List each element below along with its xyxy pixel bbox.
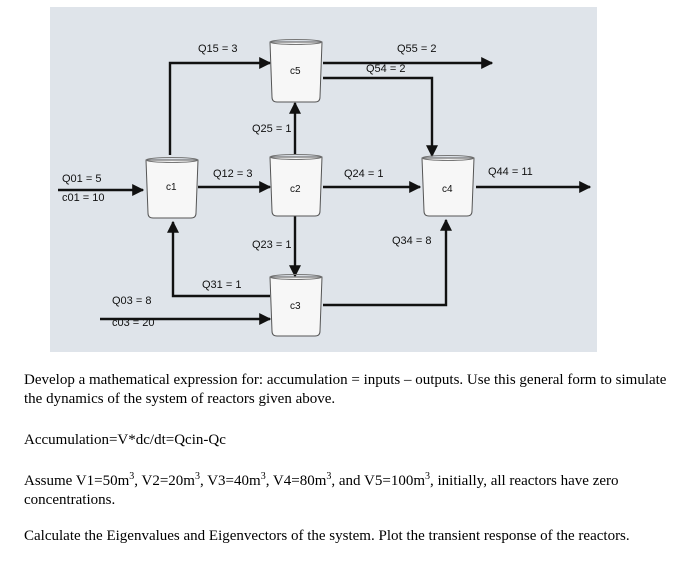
reactor-c2-label: c2 <box>290 184 301 195</box>
label-q23: Q23 = 1 <box>252 239 291 251</box>
label-q15: Q15 = 3 <box>198 43 237 55</box>
task-paragraph: Calculate the Eigenvalues and Eigenvecto… <box>24 528 630 544</box>
label-q54: Q54 = 2 <box>366 63 405 75</box>
reactor-c4: c4 <box>421 155 475 217</box>
instruction-paragraph: Develop a mathematical expression for: a… <box>24 372 667 407</box>
flow-q34 <box>323 218 452 307</box>
label-q24: Q24 = 1 <box>344 168 383 180</box>
reactor-c4-label: c4 <box>442 184 453 195</box>
label-q25: Q25 = 1 <box>252 123 291 135</box>
label-q12: Q12 = 3 <box>213 168 252 180</box>
label-q34: Q34 = 8 <box>392 235 431 247</box>
volume-assumptions: Assume V1=50m3, V2=20m3, V3=40m3, V4=80m… <box>24 471 619 508</box>
label-q03: Q03 = 8 <box>112 295 151 307</box>
diagram-background <box>50 7 597 352</box>
label-c03: c03 = 20 <box>112 317 155 329</box>
label-q44: Q44 = 11 <box>488 166 533 178</box>
label-c01: c01 = 10 <box>62 192 105 204</box>
flow-q15 <box>168 57 272 155</box>
reactor-c3: c3 <box>269 274 323 337</box>
accumulation-equation: Accumulation=V*dc/dt=Qcin-Qc <box>24 432 226 448</box>
reactor-c2: c2 <box>269 154 323 217</box>
label-q55: Q55 = 2 <box>397 43 436 55</box>
label-q01: Q01 = 5 <box>62 173 101 185</box>
reactor-c1: c1 <box>145 157 199 219</box>
reactor-c3-label: c3 <box>290 301 301 312</box>
flow-q31 <box>167 220 270 298</box>
reactor-c5: c5 <box>269 39 323 103</box>
label-q31: Q31 = 1 <box>202 279 241 291</box>
reactor-c1-label: c1 <box>166 182 177 193</box>
reactor-c5-label: c5 <box>290 66 301 77</box>
flow-q54 <box>323 76 438 158</box>
